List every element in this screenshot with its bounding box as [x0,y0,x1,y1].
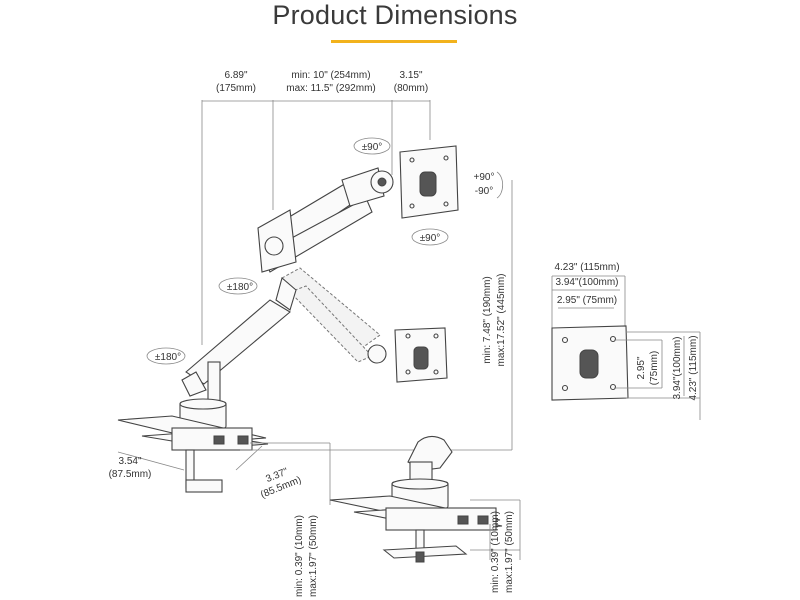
title-accent-bar [331,40,457,43]
rotation-badge-plate: ±90° [411,228,449,246]
reach-label-inch: 6.89" [224,70,247,81]
svg-text:±180°: ±180° [227,282,253,293]
height-dimension-line [240,180,513,451]
svg-text:±180°: ±180° [155,352,181,363]
page-title: Product Dimensions [272,0,518,30]
vesa-mid-height: 3.94"(100mm) [672,336,683,399]
arm-lower-position [281,267,448,383]
rotation-badge-top: ±90° [353,137,391,155]
tilt-up-label: +90° [474,172,495,183]
tilt-down-label: -90° [475,186,493,197]
extension-label-min: min: 10" (254mm) [291,70,370,81]
vesa-outer-width: 4.23" (115mm) [554,262,619,273]
desk-clamp [117,415,269,493]
svg-text:±90°: ±90° [362,142,383,153]
grommet-dimension-lines [470,499,521,560]
clamp-thickness-max: max:1.97" (50mm) [308,515,319,597]
top-dimension-lines [201,100,431,345]
plate-offset-mm: (80mm) [394,83,428,94]
rotation-badge-mid: ±180° [218,277,258,295]
arm-base-segment [179,277,297,429]
extension-label-max: max: 11.5" (292mm) [286,83,376,94]
grommet-thickness-max: max:1.97" (50mm) [504,511,515,593]
grommet-thickness-min: min: 0.39" (10mm) [490,511,501,593]
vesa-plate-detail [551,275,701,420]
tilt-badge: +90° -90° [474,171,504,199]
grommet-mount-detail [329,435,503,563]
reach-label-mm: (175mm) [216,83,256,94]
clamp-depth-inch: 3.54" [118,456,141,467]
clamp-depth-mm: (87.5mm) [109,469,152,480]
height-max-label: max:17.52" (445mm) [496,273,507,366]
vesa-inner-width: 2.95" (75mm) [557,295,617,306]
svg-text:±90°: ±90° [420,233,441,244]
vesa-inner-height-mm: (75mm) [649,351,660,385]
vesa-mid-width: 3.94"(100mm) [555,277,618,288]
clamp-dimension-lines [117,442,331,505]
vesa-outer-height: 4.23" (115mm) [688,335,699,400]
vesa-inner-height-inch: 2.95" [636,356,647,379]
plate-offset-inch: 3.15" [399,70,422,81]
arm-upper-position [257,145,459,273]
height-min-label: min: 7.48" (190mm) [482,276,493,363]
clamp-thickness-min: min: 0.39" (10mm) [294,515,305,597]
rotation-badge-base: ±180° [146,347,186,365]
